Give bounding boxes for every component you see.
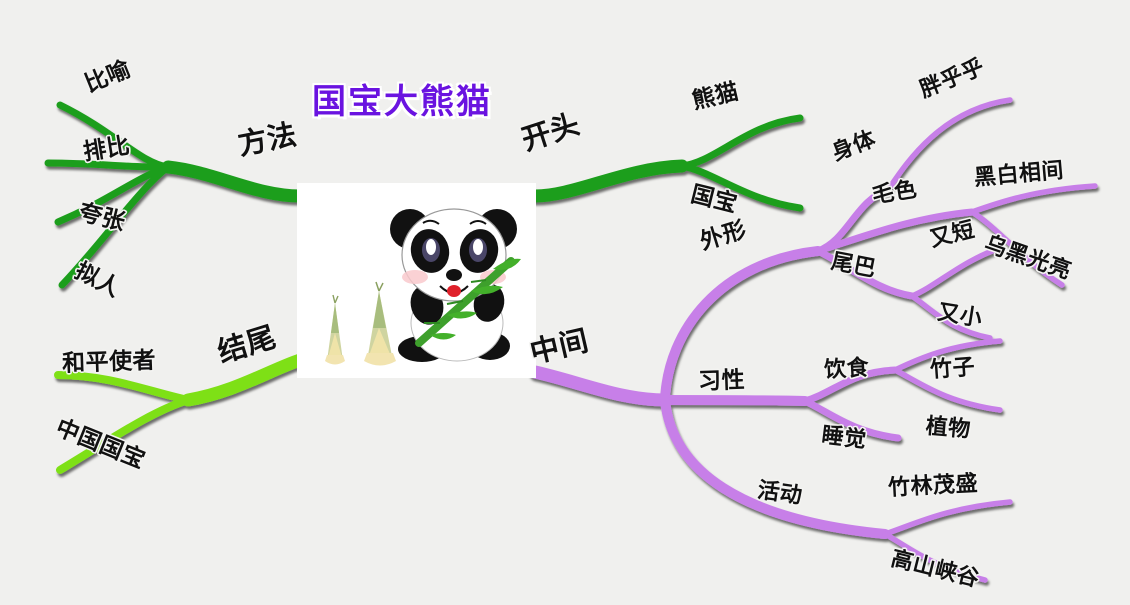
node-paibi[interactable]: 排比 [81, 132, 132, 166]
branch-zhongjian [528, 97, 1098, 583]
bamboo-stick [415, 257, 521, 347]
page-title: 国宝大熊猫 [312, 82, 492, 122]
node-zhuzi[interactable]: 竹子 [929, 354, 976, 383]
node-hepingshizhe[interactable]: 和平使者 [61, 347, 157, 377]
node-shuijiao[interactable]: 睡觉 [820, 423, 868, 454]
bamboo-shoot-small [325, 294, 345, 365]
node-huodong[interactable]: 活动 [755, 478, 804, 510]
node-youxiao[interactable]: 又小 [935, 300, 985, 332]
panda-illustration [297, 183, 536, 378]
node-zhiwu[interactable]: 植物 [924, 414, 972, 443]
panda-figure [390, 208, 521, 362]
node-zhulinmaosheng[interactable]: 竹林茂盛 [887, 471, 979, 501]
branch-jiewei [54, 353, 307, 474]
branch-kaitou [528, 114, 804, 212]
node-yinshi[interactable]: 饮食 [823, 355, 870, 383]
center-panda-image [297, 183, 536, 378]
node-xixing[interactable]: 习性 [697, 367, 746, 395]
branch-fangfa [44, 101, 307, 289]
bamboo-shoot-large [364, 281, 396, 366]
